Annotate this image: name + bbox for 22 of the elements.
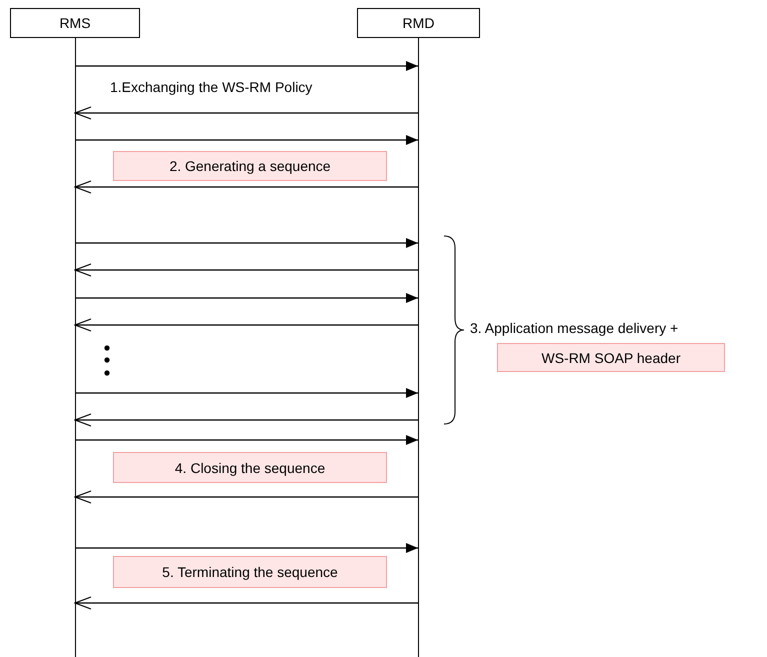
message-arrow (74, 596, 418, 610)
message-arrow (75, 135, 418, 145)
phase-label: 1.Exchanging the WS-RM Policy (110, 79, 312, 95)
message-arrow (75, 388, 418, 398)
message-arrow (74, 490, 418, 504)
message-arrow (75, 543, 418, 553)
note-box: WS-RM SOAP header (497, 343, 725, 372)
message-arrow (75, 238, 418, 248)
phase-label: 3. Application message delivery + (470, 320, 678, 336)
note-box: 5. Terminating the sequence (113, 556, 387, 588)
message-arrow (74, 318, 418, 332)
message-arrow (74, 180, 418, 194)
note-box: 4. Closing the sequence (113, 452, 387, 483)
message-arrow (75, 293, 418, 303)
message-arrow (75, 61, 418, 71)
message-arrow (74, 106, 418, 120)
lifeline-header-box: RMS (10, 8, 140, 38)
message-arrow (74, 413, 418, 427)
message-arrow (75, 435, 418, 445)
note-box: 2. Generating a sequence (113, 151, 387, 181)
lifeline-header-box: RMD (357, 8, 480, 38)
message-arrow (74, 263, 418, 277)
